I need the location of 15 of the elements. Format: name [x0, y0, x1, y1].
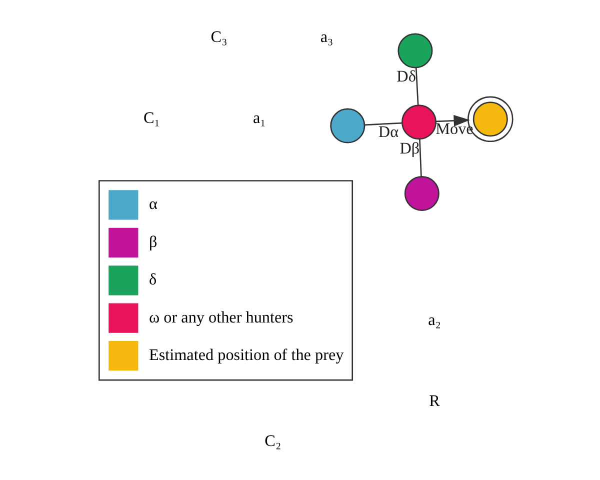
- label: C₂: [264, 433, 281, 450]
- legend-label: ω or any other hunters: [148, 309, 293, 326]
- edge-label: Dα: [378, 124, 398, 141]
- label: C₃: [210, 29, 227, 46]
- edge-label: Dβ: [399, 140, 420, 158]
- legend-label: α: [148, 196, 157, 214]
- legend-label: β: [148, 234, 157, 251]
- label: a₃: [320, 29, 333, 46]
- legend-label: δ: [148, 272, 156, 289]
- label: a₂: [428, 312, 440, 329]
- legend-label: Estimated position of the prey: [148, 347, 344, 364]
- label: R: [428, 392, 440, 410]
- label: C₁: [142, 110, 160, 127]
- label: a₁: [252, 110, 266, 127]
- edge-label: Dδ: [396, 68, 416, 86]
